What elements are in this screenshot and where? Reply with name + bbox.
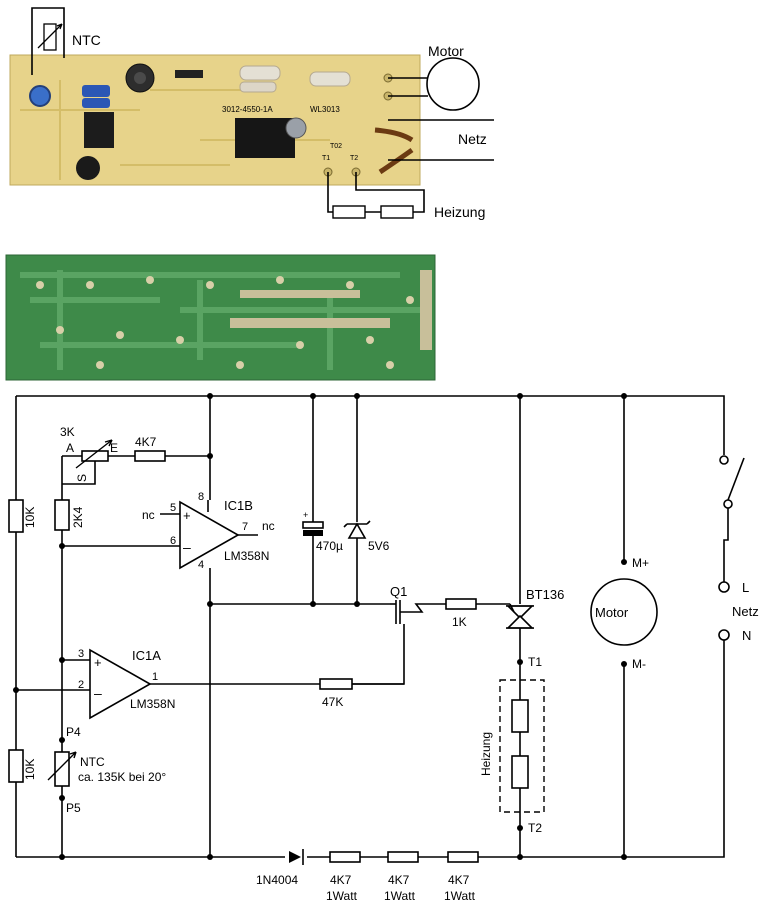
triac-photo (235, 118, 295, 158)
svg-text:T1: T1 (528, 655, 542, 669)
svg-text:nc: nc (262, 519, 275, 533)
svg-text:1Watt: 1Watt (326, 889, 358, 903)
transistor-q1: Q1 (352, 584, 446, 685)
top-rail (16, 395, 725, 455)
ntc-photo-label: NTC (72, 32, 101, 48)
svg-text:T02: T02 (330, 143, 342, 150)
ntc-sensor: P4 NTC ca. 135K bei 20° P5 (47, 725, 166, 860)
svg-text:P4: P4 (66, 725, 81, 739)
svg-text:1N4004: 1N4004 (256, 873, 298, 887)
svg-text:+: + (183, 508, 191, 523)
svg-text:6: 6 (170, 535, 176, 547)
svg-text:N: N (742, 628, 751, 643)
svg-text:E: E (110, 441, 118, 455)
svg-text:T1: T1 (322, 155, 330, 162)
svg-text:5: 5 (170, 502, 176, 514)
resistor-4k7-top (134, 450, 166, 462)
svg-text:3K: 3K (60, 425, 75, 439)
svg-text:+: + (303, 510, 308, 520)
svg-text:4K7: 4K7 (135, 435, 157, 449)
motor: Motor M+ M- (590, 393, 658, 860)
mains-switch: L Netz N (718, 455, 759, 645)
svg-text:4K7: 4K7 (330, 873, 352, 887)
resistor-10k-bottom (8, 749, 24, 783)
svg-text:1Watt: 1Watt (444, 889, 476, 903)
svg-text:T2: T2 (350, 155, 358, 162)
svg-text:4K7: 4K7 (388, 873, 410, 887)
dropper-resistor-2 (387, 851, 419, 863)
terminal-l (718, 581, 730, 593)
svg-text:47K: 47K (322, 695, 343, 709)
pcb-top-photo: NTC 3012-4550-1A WL3013 T02 T1 T2 (9, 7, 494, 220)
dropper-resistor-1 (329, 851, 361, 863)
board-number-silk: 3012-4550-1A (222, 105, 273, 114)
svg-text:10K: 10K (23, 507, 37, 528)
svg-text:nc: nc (142, 508, 155, 522)
svg-text:BT136: BT136 (526, 587, 564, 602)
trim-pot (29, 85, 51, 107)
schematic: 10K 10K 3K A E S 4K7 2K4 + – (8, 393, 759, 903)
svg-text:–: – (94, 685, 102, 701)
svg-text:NTC: NTC (80, 755, 105, 769)
svg-text:M-: M- (632, 657, 646, 671)
svg-text:T2: T2 (528, 821, 542, 835)
resistor-10k (8, 499, 24, 533)
svg-text:LM358N: LM358N (130, 697, 175, 711)
svg-text:L: L (742, 580, 749, 595)
opamp-ic1a: + – 3 2 1 IC1A LM358N (16, 648, 404, 720)
heater-element-1 (511, 699, 529, 733)
svg-text:P5: P5 (66, 801, 81, 815)
motor-photo-label: Motor (428, 43, 464, 59)
heater-element-2 (511, 755, 529, 789)
board-id-silk: WL3013 (310, 105, 340, 114)
svg-text:1: 1 (152, 671, 158, 683)
svg-text:M+: M+ (632, 556, 649, 570)
terminal-n (718, 629, 730, 641)
motor-circle-photo (426, 57, 480, 111)
ic-chip-photo (84, 112, 114, 148)
svg-text:–: – (183, 539, 191, 555)
triac-bt136: BT136 (506, 393, 564, 662)
svg-text:S: S (75, 474, 89, 482)
zener-5v6 (347, 522, 367, 539)
svg-text:1Watt: 1Watt (384, 889, 416, 903)
heizung-photo-label: Heizung (434, 204, 485, 220)
svg-text:8: 8 (198, 491, 204, 503)
svg-text:4K7: 4K7 (448, 873, 470, 887)
svg-text:2: 2 (78, 679, 84, 691)
netz-photo-label: Netz (458, 131, 487, 147)
pcb-bottom-photo (5, 254, 436, 381)
diode-1n4004: 1N4004 (256, 849, 304, 887)
bottom-rail (16, 645, 725, 858)
svg-text:5V6: 5V6 (368, 539, 390, 553)
heizung-box (499, 679, 545, 813)
svg-text:2K4: 2K4 (71, 506, 85, 528)
svg-text:4: 4 (198, 559, 204, 571)
resistor-1k (445, 598, 477, 610)
svg-text:3: 3 (78, 648, 84, 660)
svg-text:ca. 135K bei 20°: ca. 135K bei 20° (78, 770, 166, 784)
capacitor-470u (302, 521, 324, 529)
dropper-resistor-3 (447, 851, 479, 863)
svg-text:Heizung: Heizung (479, 732, 493, 776)
svg-text:Netz: Netz (732, 604, 759, 619)
svg-text:7: 7 (242, 521, 248, 533)
svg-text:A: A (66, 441, 74, 455)
svg-text:470µ: 470µ (316, 539, 343, 553)
svg-text:10K: 10K (23, 759, 37, 780)
opamp-ic1b: + – 5 6 7 8 4 nc nc IC1B LM358N (62, 491, 275, 571)
svg-text:1K: 1K (452, 615, 467, 629)
motor-label: Motor (595, 605, 629, 620)
svg-text:LM358N: LM358N (224, 549, 269, 563)
ic1b-label: IC1B (224, 498, 253, 513)
ic1a-label: IC1A (132, 648, 161, 663)
svg-text:Q1: Q1 (390, 584, 407, 599)
resistor-47k (319, 678, 353, 690)
resistor-2k4 (54, 499, 70, 531)
svg-text:+: + (94, 655, 102, 670)
